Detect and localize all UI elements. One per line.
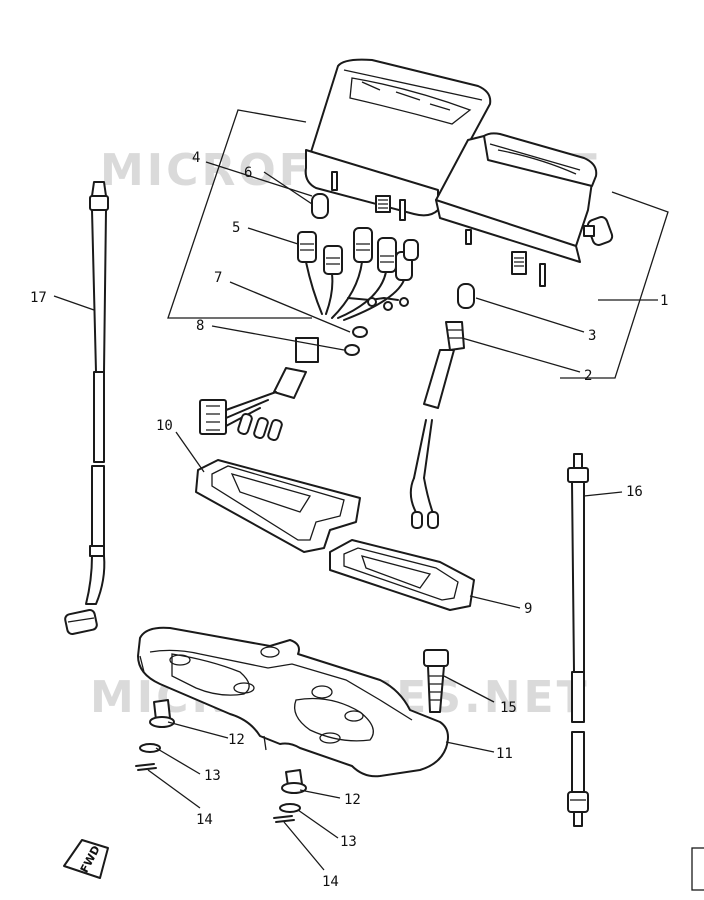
callout-14a: 14 bbox=[196, 812, 213, 828]
callout-15: 15 bbox=[500, 700, 517, 716]
callout-8: 8 bbox=[196, 318, 204, 334]
leader-lines bbox=[53, 161, 658, 871]
callout-3: 3 bbox=[588, 328, 596, 344]
callout-9: 9 bbox=[524, 601, 532, 617]
leader-13b bbox=[297, 809, 339, 839]
mount-hardware bbox=[135, 699, 307, 823]
leader-8 bbox=[211, 325, 345, 351]
callout-2: 2 bbox=[584, 368, 592, 384]
leader-14b bbox=[283, 821, 325, 871]
leader-11 bbox=[445, 741, 495, 753]
fwd-arrow-badge: FWD bbox=[63, 839, 109, 879]
meter-gaskets bbox=[195, 459, 475, 611]
leader-5 bbox=[247, 227, 299, 245]
callout-13b: 13 bbox=[340, 834, 357, 850]
bulb-sockets-wiring bbox=[199, 193, 419, 442]
leader-12a bbox=[167, 721, 229, 739]
callout-14b: 14 bbox=[322, 874, 339, 890]
leader-7 bbox=[229, 281, 351, 333]
callout-10: 10 bbox=[156, 418, 173, 434]
leader-3 bbox=[475, 297, 585, 333]
meter-bracket bbox=[137, 626, 449, 778]
callout-5: 5 bbox=[232, 220, 240, 236]
leader-17 bbox=[53, 295, 95, 311]
leader-15 bbox=[443, 675, 495, 703]
callouts: 1 2 3 4 5 6 7 8 9 10 11 12 12 13 13 14 1… bbox=[30, 150, 668, 890]
leader-4 bbox=[205, 161, 313, 197]
group-brackets bbox=[167, 109, 669, 379]
leader-10 bbox=[175, 431, 205, 473]
leader-13a bbox=[155, 747, 201, 775]
leader-14a bbox=[147, 769, 201, 809]
callout-7: 7 bbox=[214, 270, 222, 286]
bolt bbox=[423, 649, 449, 713]
meter-assembly bbox=[304, 58, 614, 287]
callout-13a: 13 bbox=[204, 768, 221, 784]
leader-12b bbox=[299, 789, 341, 799]
callout-6: 6 bbox=[244, 165, 252, 181]
leader-6 bbox=[263, 171, 313, 205]
meter-cables bbox=[64, 181, 589, 827]
callout-12b: 12 bbox=[344, 792, 361, 808]
callout-16: 16 bbox=[626, 484, 643, 500]
callout-1: 1 bbox=[660, 293, 668, 309]
leader-2 bbox=[461, 337, 581, 373]
callout-11: 11 bbox=[496, 746, 513, 762]
leader-16 bbox=[583, 491, 623, 497]
leader-9 bbox=[469, 595, 521, 609]
callout-12a: 12 bbox=[228, 732, 245, 748]
lead-wire bbox=[409, 283, 475, 529]
page-corner-box bbox=[691, 847, 704, 891]
callout-17: 17 bbox=[30, 290, 47, 306]
callout-4: 4 bbox=[192, 150, 200, 166]
